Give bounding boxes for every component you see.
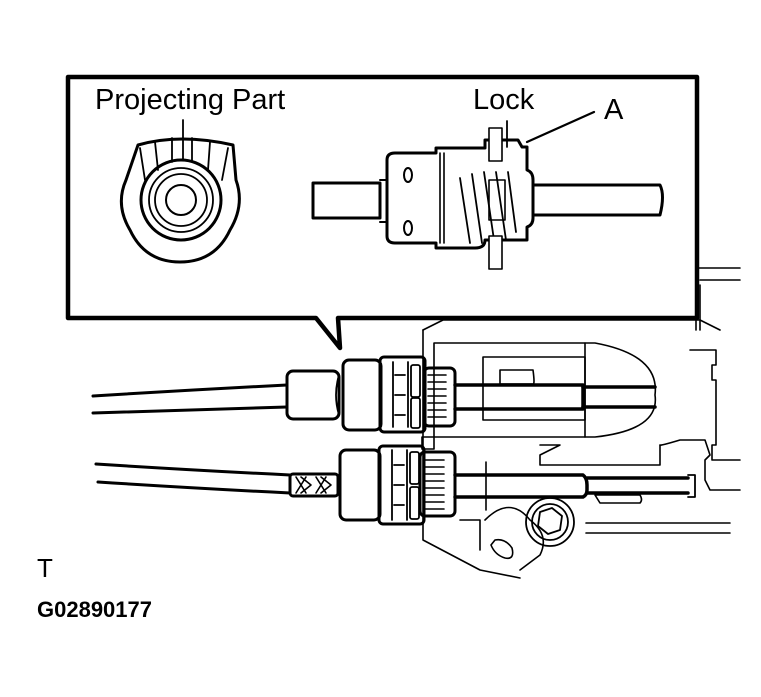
figure-id-label: G02890177 (37, 597, 152, 622)
upper-cable-rod (453, 383, 657, 411)
lower-connector (288, 436, 457, 526)
lower-cable-rod (453, 473, 696, 499)
upper-connector (285, 355, 457, 434)
view-marker-label: T (37, 553, 53, 583)
lock-label: Lock (473, 84, 535, 116)
lower-cable (94, 462, 292, 495)
upper-cable (91, 383, 289, 415)
part-a-label: A (604, 94, 624, 126)
callout-frame (65, 74, 700, 351)
projecting-part-label: Projecting Part (95, 84, 286, 116)
projecting-part-endview (119, 119, 241, 264)
lock-section-view (311, 110, 664, 270)
